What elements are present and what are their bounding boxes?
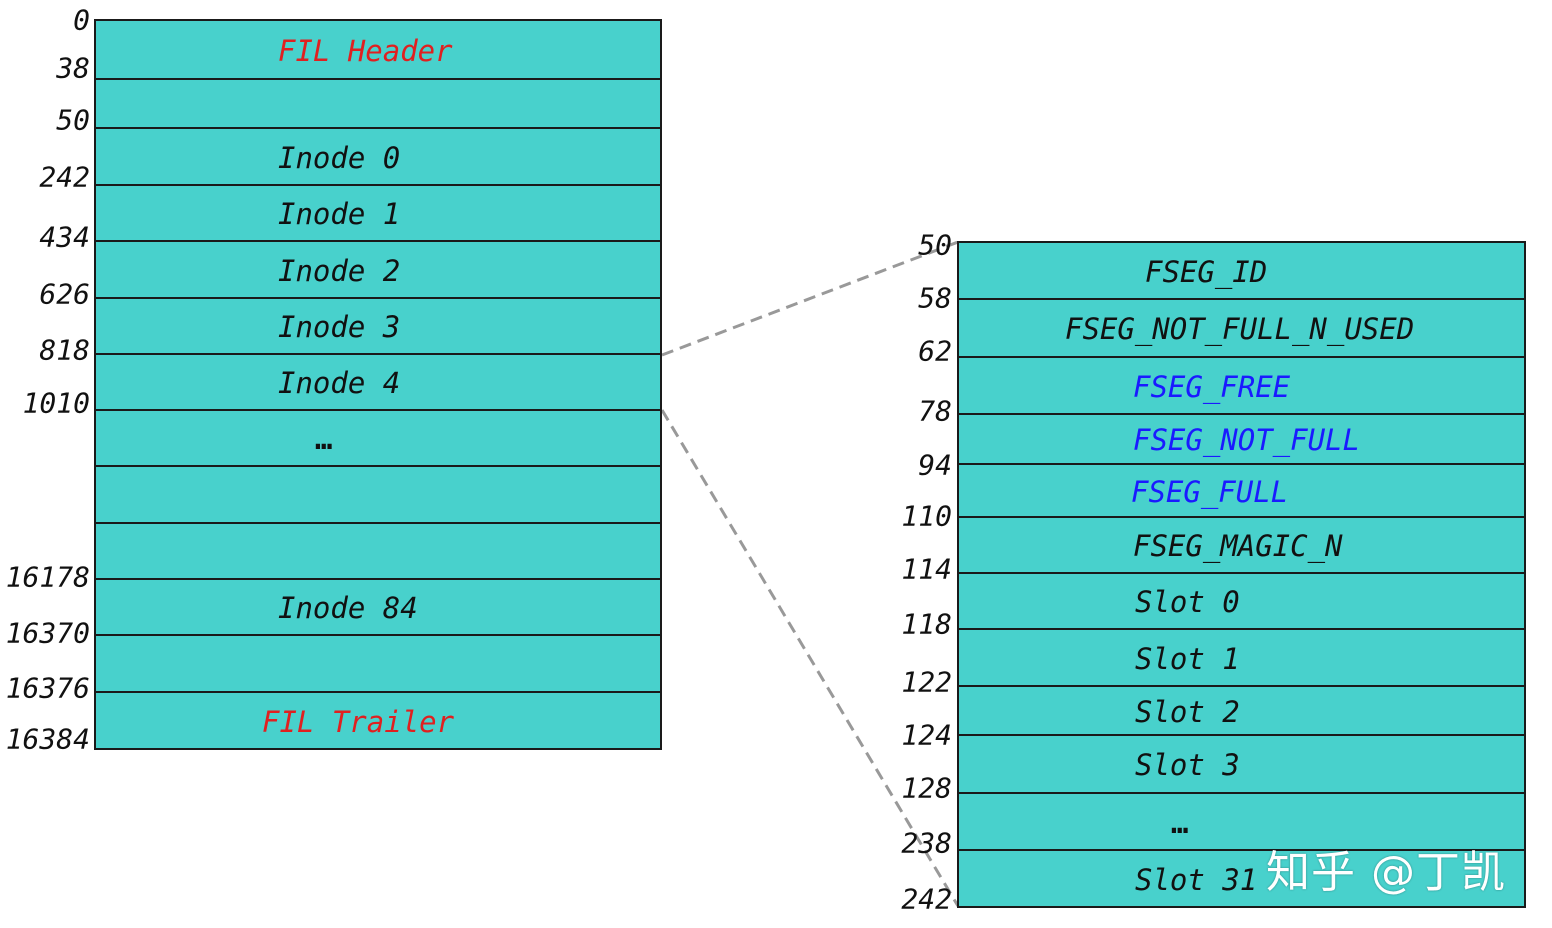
zhihu-watermark: 知乎 @丁凯 bbox=[1266, 847, 1506, 898]
offset-label: 94 bbox=[918, 448, 952, 482]
field-inode-4: Inode 4 bbox=[96, 355, 660, 411]
field-fil-trailer: FIL Trailer bbox=[96, 693, 660, 751]
field-label: … bbox=[315, 422, 333, 456]
offset-label: 434 bbox=[39, 220, 90, 254]
field-reserved bbox=[96, 524, 660, 580]
field-reserved bbox=[96, 80, 660, 129]
field-label: Inode 2 bbox=[278, 253, 401, 288]
offset-label: 16384 bbox=[5, 722, 90, 756]
offset-label: 238 bbox=[901, 826, 952, 860]
offset-label: 122 bbox=[901, 665, 952, 699]
field-slot-0: Slot 0 bbox=[959, 574, 1524, 630]
field--: … bbox=[959, 794, 1524, 851]
field-fseg-magic-n: FSEG_MAGIC_N bbox=[959, 518, 1524, 574]
field-fseg-not-full-n-used: FSEG_NOT_FULL_N_USED bbox=[959, 300, 1524, 358]
field-label: FIL Header bbox=[278, 33, 453, 68]
connector-bottom bbox=[660, 409, 960, 907]
offset-label: 0 bbox=[73, 3, 90, 37]
offset-label: 58 bbox=[918, 281, 952, 315]
field-label: FSEG_MAGIC_N bbox=[1133, 529, 1343, 563]
field-fseg-full: FSEG_FULL bbox=[959, 465, 1524, 518]
offset-label: 110 bbox=[901, 499, 952, 533]
field-label: FSEG_FULL bbox=[1131, 474, 1289, 509]
connector-top bbox=[661, 240, 959, 357]
field-label: FSEG_NOT_FULL bbox=[1133, 423, 1360, 457]
field-label: Slot 0 bbox=[1135, 585, 1240, 619]
field-inode-3: Inode 3 bbox=[96, 299, 660, 355]
offset-label: 16376 bbox=[5, 671, 90, 705]
offset-label: 114 bbox=[901, 552, 952, 586]
field-inode-0: Inode 0 bbox=[96, 129, 660, 186]
offset-label: 242 bbox=[901, 882, 952, 916]
field-label: FSEG_NOT_FULL_N_USED bbox=[1065, 312, 1415, 346]
field-label: Slot 1 bbox=[1135, 641, 1240, 676]
offset-label: 62 bbox=[918, 334, 952, 368]
offset-label: 626 bbox=[39, 277, 90, 311]
field-label: Slot 31 bbox=[1135, 862, 1258, 897]
field-slot-3: Slot 3 bbox=[959, 736, 1524, 794]
field-label: FIL Trailer bbox=[262, 705, 455, 739]
offset-label: 50 bbox=[918, 228, 952, 262]
field-slot-31: Slot 31 bbox=[959, 851, 1524, 908]
offset-label: 118 bbox=[901, 607, 952, 641]
field-inode-84: Inode 84 bbox=[96, 580, 660, 636]
field-label: FSEG_FREE bbox=[1133, 369, 1291, 404]
field-label: … bbox=[1171, 805, 1189, 840]
offset-label: 242 bbox=[39, 160, 90, 194]
field-label: FSEG_ID bbox=[1145, 254, 1268, 289]
offset-label: 50 bbox=[56, 103, 90, 137]
offset-label: 78 bbox=[918, 394, 952, 428]
field-fil-header: FIL Header bbox=[96, 21, 660, 80]
field-fseg-id: FSEG_ID bbox=[959, 243, 1524, 300]
offset-label: 128 bbox=[901, 771, 952, 805]
field-reserved bbox=[96, 636, 660, 693]
field-fseg-not-full: FSEG_NOT_FULL bbox=[959, 415, 1524, 465]
field-label: Slot 2 bbox=[1135, 694, 1240, 729]
field-reserved bbox=[96, 467, 660, 524]
field-label: Inode 1 bbox=[278, 197, 401, 231]
offset-label: 16178 bbox=[5, 560, 90, 594]
field-inode-2: Inode 2 bbox=[96, 242, 660, 299]
field-fseg-free: FSEG_FREE bbox=[959, 358, 1524, 415]
offset-label: 818 bbox=[39, 333, 90, 367]
field-inode-1: Inode 1 bbox=[96, 186, 660, 242]
offset-label: 38 bbox=[56, 51, 90, 85]
field--: … bbox=[96, 411, 660, 467]
field-label: Inode 0 bbox=[278, 140, 401, 175]
field-slot-1: Slot 1 bbox=[959, 630, 1524, 687]
field-label: Inode 84 bbox=[278, 591, 418, 625]
field-slot-2: Slot 2 bbox=[959, 687, 1524, 736]
field-label: Slot 3 bbox=[1135, 748, 1240, 782]
field-label: Inode 4 bbox=[278, 366, 401, 400]
field-label: Inode 3 bbox=[278, 310, 401, 344]
offset-label: 124 bbox=[901, 718, 952, 752]
offset-label: 1010 bbox=[22, 386, 90, 420]
offset-label: 16370 bbox=[5, 616, 90, 650]
inode-entry-detail: FSEG_ID FSEG_NOT_FULL_N_USED FSEG_FREE FSEG… bbox=[957, 241, 1526, 908]
